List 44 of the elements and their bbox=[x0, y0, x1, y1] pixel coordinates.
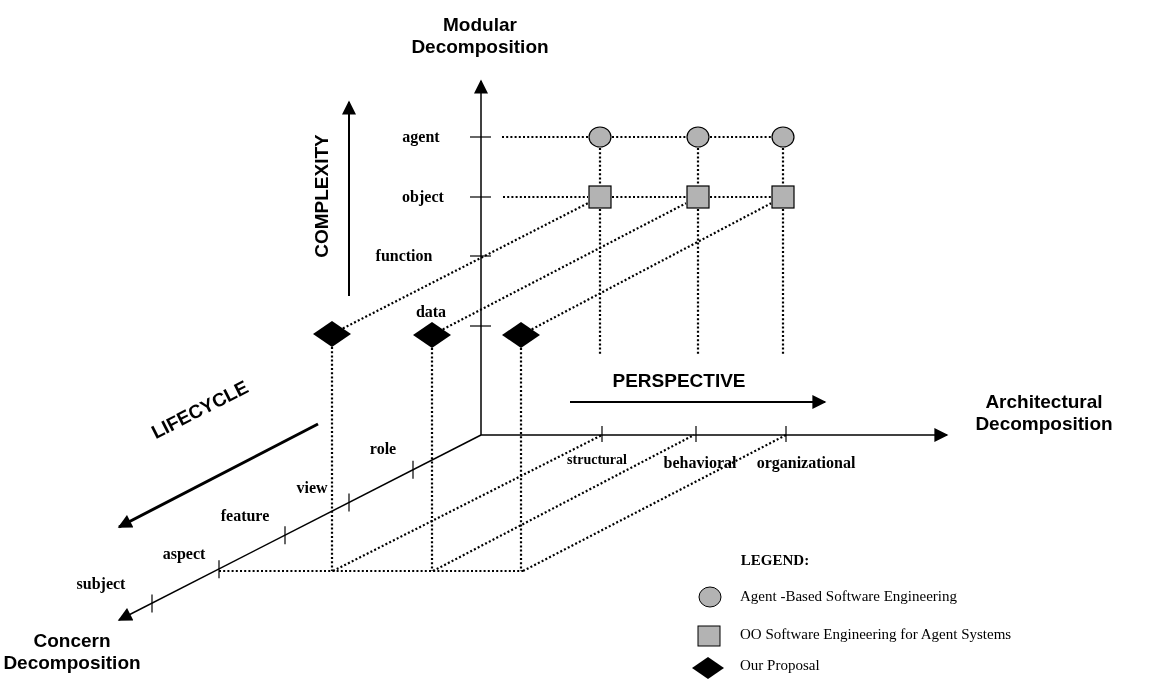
circle-marker bbox=[588, 126, 612, 148]
legend-text: Agent -Based Software Engineering bbox=[740, 588, 958, 605]
direction-label: COMPLEXITY bbox=[311, 134, 333, 258]
dotted-connector bbox=[781, 148, 785, 185]
square-marker bbox=[771, 185, 795, 209]
legend-text: OO Software Engineering for Agent Systems bbox=[740, 626, 1012, 643]
direction-label: PERSPECTIVE bbox=[612, 370, 746, 392]
dotted-connector bbox=[502, 135, 588, 139]
dotted-connector bbox=[442, 202, 687, 331]
tick-label: subject bbox=[76, 575, 126, 593]
square-marker bbox=[588, 185, 612, 209]
tick-label: behavioral bbox=[663, 454, 737, 472]
dotted-connector bbox=[342, 202, 589, 330]
tick-label: agent bbox=[402, 128, 440, 146]
tick-label: view bbox=[296, 479, 328, 497]
dotted-connector bbox=[430, 348, 434, 571]
dotted-connector bbox=[503, 195, 588, 199]
tick-label: structural bbox=[567, 452, 627, 468]
dotted-connector bbox=[531, 202, 772, 331]
diamond-marker bbox=[502, 322, 540, 348]
dotted-connector bbox=[696, 209, 700, 356]
tick-label: role bbox=[369, 440, 397, 458]
tick-label: data bbox=[415, 303, 447, 321]
legend-text: Our Proposal bbox=[740, 657, 820, 674]
dotted-connector bbox=[598, 209, 602, 356]
diamond-marker bbox=[413, 322, 451, 348]
axis-title: Architectural Decomposition bbox=[974, 391, 1114, 435]
tick-label: aspect bbox=[162, 545, 206, 563]
tick-label: object bbox=[402, 188, 444, 206]
tick-label: feature bbox=[220, 507, 270, 525]
tick-label: organizational bbox=[756, 454, 856, 472]
dotted-connector bbox=[598, 148, 602, 185]
legend-title: LEGEND: bbox=[740, 551, 810, 569]
axis-title: Modular Decomposition bbox=[410, 14, 550, 58]
dotted-connector bbox=[781, 209, 785, 356]
axis-title: Concern Decomposition bbox=[2, 630, 142, 674]
dotted-connector bbox=[519, 348, 523, 571]
tick-label: function bbox=[375, 247, 433, 265]
square-marker bbox=[686, 185, 710, 209]
circle-marker bbox=[686, 126, 710, 148]
dotted-connector bbox=[330, 347, 334, 571]
diamond-marker bbox=[313, 321, 351, 347]
circle-marker bbox=[771, 126, 795, 148]
dotted-connector bbox=[696, 148, 700, 185]
